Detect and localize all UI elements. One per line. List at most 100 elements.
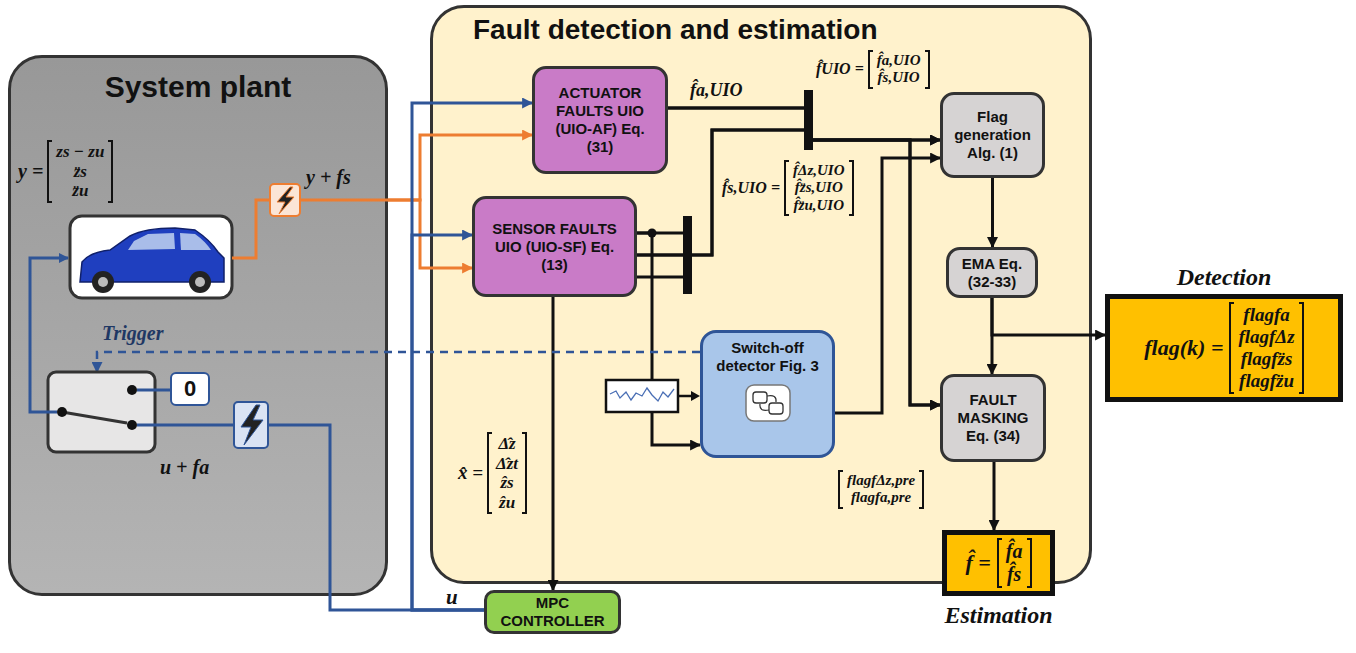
box-label: MPC CONTROLLER — [497, 594, 608, 630]
ema-box: EMA Eq. (32-33) — [946, 247, 1038, 298]
signal-name: ẑs — [500, 473, 513, 493]
signal-name: Δ̂z — [498, 434, 515, 454]
actuator-wire — [137, 424, 234, 427]
sensor-fault-symbol — [270, 184, 300, 216]
bracket — [997, 538, 1002, 588]
detection-box: flag(k) =flagfaflagfΔzflagfz̈sflagfz̈u — [1105, 294, 1343, 402]
signal-wire — [678, 395, 692, 398]
car-window — [180, 233, 211, 250]
signal-connector — [97, 352, 700, 372]
bracket — [784, 160, 789, 216]
bracket — [487, 432, 492, 514]
vector: f̂Δz,UIOf̂z̈s,UIOf̂z̈u,UIO — [784, 160, 854, 216]
vector: flagfaflagfΔzflagfz̈sflagfz̈u — [1229, 302, 1303, 393]
bracket — [838, 470, 843, 509]
signal-name: u + fa — [160, 456, 209, 479]
bracket — [108, 140, 113, 203]
uio-sf-box: SENSOR FAULTS UIO (UIO-SF) Eq. (13) — [472, 196, 637, 297]
flag-entry: flagfa — [1243, 304, 1289, 326]
signal-name: z̈u — [72, 181, 88, 201]
panel-title: System plant — [21, 70, 375, 104]
signal-name: Δ̂zt — [496, 454, 518, 474]
sensor-wire — [232, 200, 270, 258]
vector: Δ̂zΔ̂ztẑsẑu — [487, 432, 527, 514]
vector-prefix: f̂s,UIO = — [722, 179, 780, 197]
signal-name: y + fs — [306, 166, 351, 189]
estimate-entry: f̂a — [1006, 540, 1023, 563]
switch-block — [48, 372, 155, 452]
signal-wire — [637, 276, 683, 279]
signal-connector — [991, 298, 994, 374]
signal-name: flagfa,pre — [851, 489, 911, 506]
car-wheel — [92, 271, 114, 293]
signal-connector — [992, 298, 1105, 335]
plot-trace — [610, 388, 674, 401]
edge-label: Trigger — [102, 322, 163, 345]
bracket — [925, 50, 930, 89]
signal-plot — [606, 380, 678, 412]
signal-name: z̈s — [74, 162, 87, 182]
vector: f̂a,UIOf̂s,UIO — [868, 50, 930, 89]
detection-output: Detectionflag(k) =flagfaflagfΔzflagfz̈sf… — [1105, 262, 1343, 402]
flag-entry: flagfz̈s — [1241, 348, 1293, 370]
signal-connector — [412, 103, 532, 610]
box-label: Switch-off detector Fig. 3 — [713, 339, 822, 375]
signal-name: ẑu — [499, 493, 515, 513]
switch-contact — [127, 420, 137, 430]
signal-wire — [637, 232, 683, 235]
box-label: ACTUATOR FAULTS UIO (UIO-AF) Eq. (31) — [545, 84, 655, 156]
actuator-wire — [268, 425, 330, 596]
actuator-fault-symbol — [234, 402, 268, 448]
lightning-bolt — [277, 187, 294, 214]
switch-off-detector: Switch-off detector Fig. 3 — [700, 330, 835, 458]
signal-connector — [637, 130, 940, 255]
signal-name: flagfΔz,pre — [847, 472, 915, 489]
vector-label: x̂ =Δ̂zΔ̂ztẑsẑu — [458, 432, 527, 514]
switch-blade — [62, 412, 127, 423]
bracket — [919, 470, 924, 509]
sensor-wire — [300, 199, 388, 202]
car-frame — [70, 216, 232, 298]
output-heading: Estimation — [942, 602, 1055, 629]
junction-dot — [648, 229, 657, 238]
signal-name: f̂z̈s,UIO — [795, 179, 843, 196]
box-label: 0 — [184, 376, 196, 402]
signal-name: f̂z̈u,UIO — [794, 197, 844, 214]
signal-connector — [991, 178, 994, 247]
bracket — [1027, 538, 1032, 588]
vector: flagfΔz,preflagfa,pre — [838, 470, 924, 509]
signal-name: f̂s,UIO — [878, 69, 920, 86]
signal-name: u — [446, 585, 458, 610]
signal-connector — [835, 158, 940, 413]
bracket — [522, 432, 527, 514]
panel-title: Fault detection and estimation — [473, 14, 1049, 46]
lightning-bolt — [241, 405, 263, 445]
bracket — [868, 50, 873, 89]
switch-pivot — [57, 407, 67, 417]
estimation-output: f̂ =f̂af̂sEstimation — [942, 530, 1055, 629]
mux-bar — [683, 216, 692, 294]
vector: zs − zuz̈sz̈u — [47, 140, 113, 203]
signal-name: f̂a,UIO — [690, 80, 743, 101]
state-machine-icon — [744, 383, 792, 423]
vector-prefix: y = — [18, 160, 43, 183]
box-label: SENSOR FAULTS UIO (UIO-SF) Eq. (13) — [485, 220, 624, 274]
flag-entry: flagfΔz — [1238, 326, 1294, 348]
signal-name: zs − zu — [56, 142, 104, 162]
switch-contact — [127, 385, 137, 395]
signal-connector — [412, 235, 484, 610]
vector-label: f̂s,UIO =f̂Δz,UIOf̂z̈s,UIOf̂z̈u,UIO — [722, 160, 854, 216]
vector-label: flagfΔz,preflagfa,pre — [838, 470, 924, 509]
fault-masking-box: FAULT MASKING Eq. (34) — [940, 374, 1046, 462]
bracket — [849, 160, 854, 216]
box-label: Flag generation Alg. (1) — [951, 108, 1034, 162]
car-window — [128, 233, 175, 250]
signal-connector — [552, 297, 555, 590]
signal-name: f̂a,UIO — [877, 52, 921, 69]
car-wheel — [189, 271, 211, 293]
mpc-controller-box: MPC CONTROLLER — [484, 590, 621, 634]
vector-prefix: f̂ = — [965, 550, 990, 576]
flag-entry: flagfz̈u — [1239, 370, 1294, 392]
signal-name: f̂Δz,UIO — [793, 162, 845, 179]
signal-connector — [637, 130, 940, 405]
